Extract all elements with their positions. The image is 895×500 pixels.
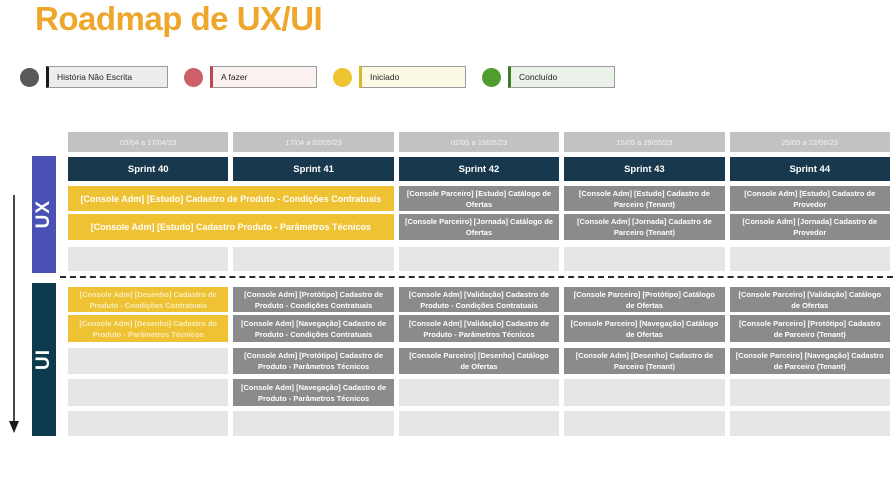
task-card-gray: [Console Adm] [Navegação] Cadastro de Pr…	[233, 379, 394, 406]
task-card-gray: [Console Parceiro] [Navegação] Cadastro …	[729, 348, 890, 374]
sprint-header-43: Sprint 43	[564, 157, 725, 181]
timeline-arrow-down-icon	[9, 195, 19, 433]
task-card-gray: [Console Adm] [Estudo] Cadastro de Parce…	[564, 186, 725, 211]
status-dot-green-icon	[482, 67, 501, 87]
empty-cell	[398, 247, 560, 271]
task-card-yellow: [Console Adm] [Estudo] Cadastro Produto …	[68, 214, 394, 240]
ui-section-bar: UI	[32, 283, 56, 436]
empty-cell	[68, 379, 229, 406]
task-card-gray: [Console Adm] [Validação] Cadastro de Pr…	[398, 287, 560, 312]
ux-ui-section-divider	[60, 276, 893, 278]
date-range-sprint41: 17/04 a 02/05/23	[233, 132, 394, 152]
sprint-header-40: Sprint 40	[68, 157, 229, 181]
empty-cell	[729, 379, 890, 406]
status-dot-yellow-icon	[333, 67, 352, 87]
task-card-gray: [Console Parceiro] [Navegação] Catálogo …	[564, 315, 725, 342]
task-card-gray: [Console Adm] [Desenho] Cadastro de Parc…	[564, 348, 725, 374]
legend: História Não Escrita A fazer Iniciado Co…	[20, 66, 631, 88]
task-card-yellow: [Console Adm] [Estudo] Cadastro de Produ…	[68, 186, 394, 211]
task-card-gray: [Console Parceiro] [Protótipo] Catálogo …	[564, 287, 725, 312]
legend-label: Iniciado	[359, 66, 466, 88]
empty-cell	[398, 411, 560, 436]
ux-row-3	[68, 247, 890, 271]
empty-cell	[398, 379, 560, 406]
empty-cell	[729, 247, 890, 271]
ui-row-4: [Console Adm] [Navegação] Cadastro de Pr…	[68, 379, 890, 406]
empty-cell	[729, 411, 890, 436]
date-range-sprint43: 15/05 a 29/05/23	[564, 132, 725, 152]
legend-label: Concluído	[508, 66, 615, 88]
ux-row-2: [Console Adm] [Estudo] Cadastro Produto …	[68, 214, 890, 240]
empty-cell	[233, 247, 394, 271]
task-card-gray: [Console Adm] [Protótipo] Cadastro de Pr…	[233, 287, 394, 312]
legend-item-a-fazer: A fazer	[184, 66, 317, 88]
date-header-row: 03/04 a 17/04/23 17/04 a 02/05/23 02/05 …	[68, 132, 890, 152]
task-card-gray: [Console Parceiro] [Estudo] Catálogo de …	[398, 186, 560, 211]
empty-cell	[233, 411, 394, 436]
empty-cell	[68, 348, 229, 374]
task-card-gray: [Console Adm] [Jornada] Cadastro de Prov…	[729, 214, 890, 240]
ui-row-3: [Console Adm] [Protótipo] Cadastro de Pr…	[68, 348, 890, 374]
empty-cell	[68, 411, 229, 436]
empty-cell	[564, 379, 725, 406]
ui-section-label: UI	[33, 349, 54, 370]
task-card-gray: [Console Adm] [Estudo] Cadastro de Prove…	[729, 186, 890, 211]
ui-row-2: [Console Adm] [Desenho] Cadastro do Prod…	[68, 315, 890, 342]
date-range-sprint44: 29/05 a 12/06/23	[729, 132, 890, 152]
ui-row-1: [Console Adm] [Desenho] Cadastro de Prod…	[68, 287, 890, 312]
sprint-header-41: Sprint 41	[233, 157, 394, 181]
date-range-sprint42: 02/05 a 15/05/23	[398, 132, 560, 152]
empty-cell	[68, 247, 229, 271]
task-card-yellow: [Console Adm] [Desenho] Cadastro do Prod…	[68, 315, 229, 342]
ux-section-bar: UX	[32, 156, 56, 273]
legend-label: História Não Escrita	[46, 66, 168, 88]
sprint-header-42: Sprint 42	[398, 157, 560, 181]
task-card-gray: [Console Adm] [Protótipo] Cadastro de Pr…	[233, 348, 394, 374]
ux-row-1: [Console Adm] [Estudo] Cadastro de Produ…	[68, 186, 890, 211]
empty-cell	[564, 247, 725, 271]
sprint-header-44: Sprint 44	[729, 157, 890, 181]
task-card-gray: [Console Parceiro] [Jornada] Catálogo de…	[398, 214, 560, 240]
ux-section-label: UX	[33, 200, 54, 229]
task-card-yellow: [Console Adm] [Desenho] Cadastro de Prod…	[68, 287, 229, 312]
date-range-sprint40: 03/04 a 17/04/23	[68, 132, 229, 152]
task-card-gray: [Console Parceiro] [Protótipo] Cadastro …	[729, 315, 890, 342]
task-card-gray: [Console Adm] [Navegação] Cadastro de Pr…	[233, 315, 394, 342]
legend-item-concluido: Concluído	[482, 66, 615, 88]
legend-item-historia-nao-escrita: História Não Escrita	[20, 66, 168, 88]
empty-cell	[564, 411, 725, 436]
task-card-gray: [Console Parceiro] [Validação] Catálogo …	[729, 287, 890, 312]
sprint-header-row: Sprint 40 Sprint 41 Sprint 42 Sprint 43 …	[68, 157, 890, 181]
legend-item-iniciado: Iniciado	[333, 66, 466, 88]
page-title: Roadmap de UX/UI	[35, 0, 323, 37]
status-dot-gray-icon	[20, 67, 39, 87]
task-card-gray: [Console Parceiro] [Desenho] Catálogo de…	[398, 348, 560, 374]
legend-label: A fazer	[210, 66, 317, 88]
status-dot-red-icon	[184, 67, 203, 87]
task-card-gray: [Console Adm] [Jornada] Cadastro de Parc…	[564, 214, 725, 240]
task-card-gray: [Console Adm] [Validação] Cadastro de Pr…	[398, 315, 560, 342]
ui-row-5	[68, 411, 890, 436]
